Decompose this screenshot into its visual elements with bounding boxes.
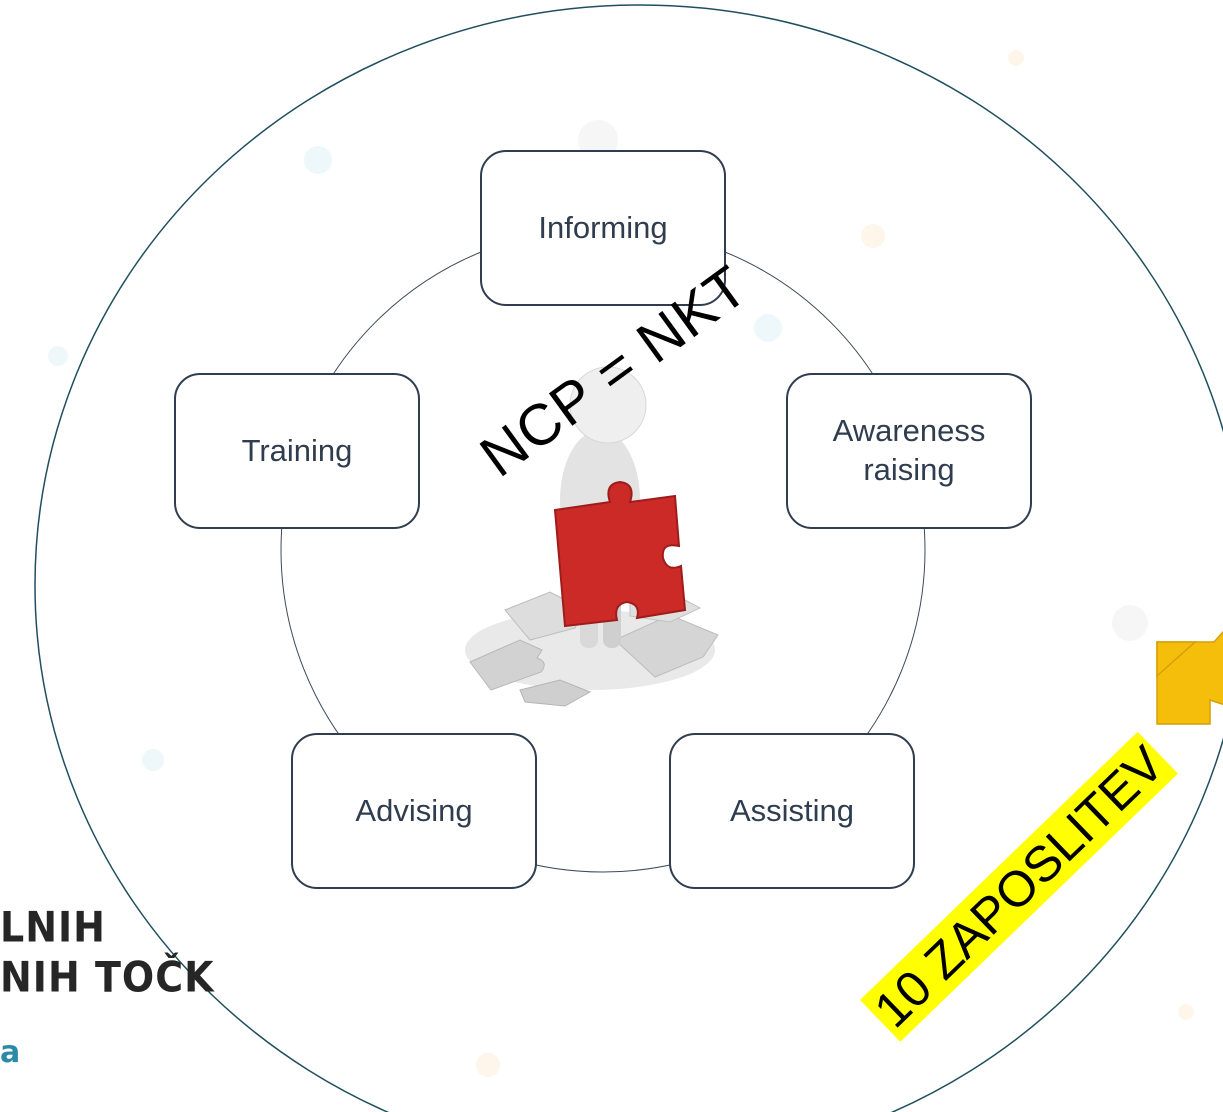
logo-line-1: LNIH [0,902,106,952]
arrow-icon [1156,630,1223,725]
logo-line-3: a [0,1035,21,1070]
node-informing-label: Informing [538,209,668,245]
node-informing: Informing [480,150,726,306]
node-awareness-label-line2: raising [863,452,955,487]
node-advising-label: Advising [355,792,473,828]
node-training-label: Training [241,432,353,468]
node-awareness-label-line1: Awareness [832,413,986,449]
logo-line-2: NIH TOČK [0,952,215,1002]
node-assisting: Assisting [669,733,915,889]
outer-circle [34,4,1223,1112]
background-dots [48,50,1194,1077]
node-training: Training [174,373,420,529]
node-advising: Advising [291,733,537,889]
puzzle-figure-icon [465,366,719,707]
node-awareness-raising: Awareness raising [786,373,1032,529]
node-assisting-label: Assisting [729,792,855,828]
